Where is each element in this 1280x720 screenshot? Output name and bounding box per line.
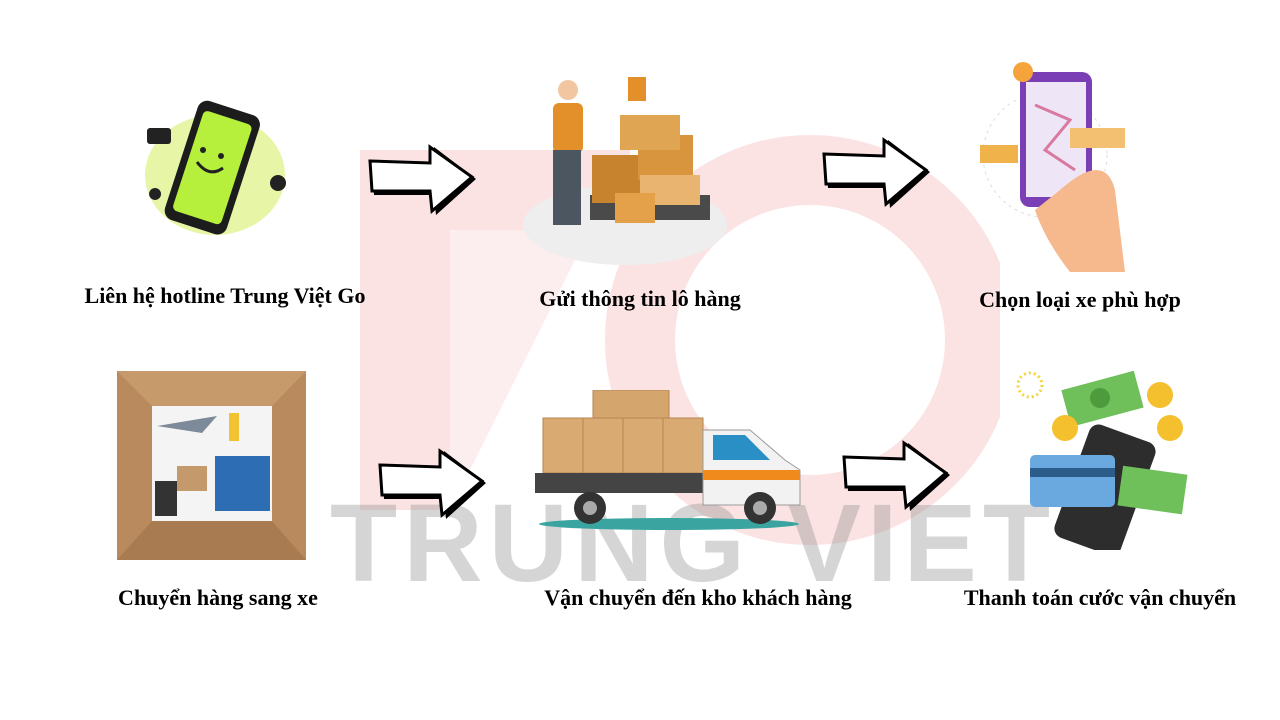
step-label-deliver-to-warehouse: Vận chuyển đến kho khách hàng <box>544 585 852 610</box>
worker-boxes-icon <box>523 77 727 265</box>
phone-map-truck-icon <box>980 62 1125 272</box>
payment-icon <box>1016 370 1188 550</box>
box-loading-icon <box>117 371 306 560</box>
step-label-send-shipment-info: Gửi thông tin lô hàng <box>539 286 741 311</box>
step-label-pay-shipping-fee: Thanh toán cước vận chuyển <box>963 585 1237 610</box>
smartphone-icon <box>145 100 286 235</box>
arrow-right-icon <box>842 440 950 511</box>
arrow-right-icon <box>378 448 486 519</box>
step-label-contact-hotline: Liên hệ hotline Trung Việt Go <box>84 283 366 308</box>
step-label-choose-vehicle: Chọn loại xe phù hợp <box>979 287 1181 312</box>
arrow-right-icon <box>368 144 476 215</box>
delivery-truck-icon <box>535 390 801 530</box>
arrow-right-icon <box>822 137 930 208</box>
step-label-load-to-truck: Chuyển hàng sang xe <box>118 585 318 610</box>
